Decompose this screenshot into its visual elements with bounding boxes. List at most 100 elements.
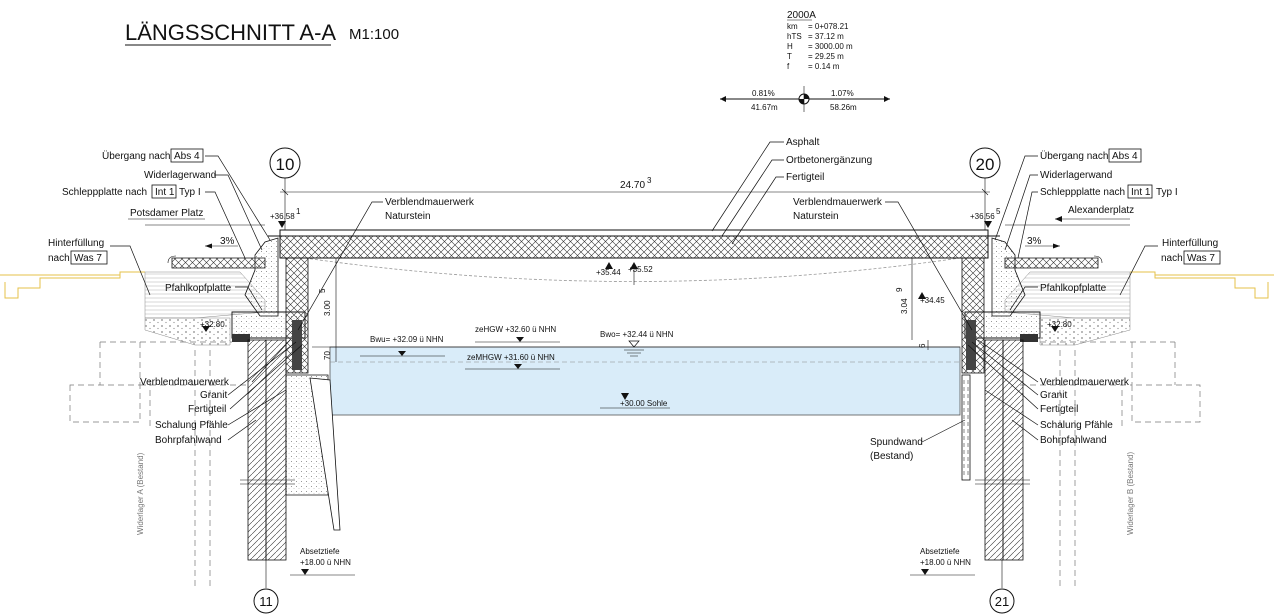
axis-label: 20 (976, 155, 995, 174)
level-value: +35.44 (596, 268, 621, 277)
pile-depth-left: Absetztiefe +18.00 ü NHN (290, 547, 355, 576)
slope-left: 3% (205, 236, 238, 249)
label-text: Bohrpfahlwand (1040, 435, 1107, 446)
grade-left: 0.81% (752, 89, 775, 98)
level-value: +18.00 ü NHN (300, 558, 351, 567)
right-labels: Übergang nach Abs 4 Widerlagerwand Schle… (870, 148, 1221, 535)
dim-value: 3.00 (323, 300, 332, 316)
axis-11-marker: 11 (253, 560, 279, 614)
right-abutment (961, 237, 1131, 561)
label-text: Schalung Pfähle (1040, 420, 1113, 431)
label-text: Widerlagerwand (144, 170, 216, 181)
dim-right-height: 3.04 9 6 (895, 258, 929, 350)
label-text: nach (48, 253, 70, 264)
alignment-value: = 0+078.21 (808, 22, 849, 31)
alignment-key: H (787, 42, 793, 51)
level-value: +18.00 ü NHN (920, 558, 971, 567)
level-value: zeHGW +32.60 ü NHN (475, 325, 556, 334)
label-text: Fertigteil (786, 172, 824, 183)
water-body (329, 346, 961, 416)
level-right-mid: +34.45 (918, 292, 945, 305)
drawing-scale: M1:100 (349, 26, 399, 43)
alignment-id: 2000A (787, 10, 816, 21)
grade-right: 1.07% (831, 89, 854, 98)
axis-21-marker: 21 (989, 560, 1015, 614)
span-sup: 3 (647, 176, 652, 185)
level-value: +36.58 (270, 212, 295, 221)
label-box: Was 7 (74, 253, 102, 264)
alignment-value: = 29.25 m (808, 52, 844, 61)
level-value: +34.45 (920, 296, 945, 305)
alignment-value: = 37.12 m (808, 32, 844, 41)
street-right-label: Alexanderplatz (1068, 205, 1134, 216)
label-text: Granit (200, 390, 227, 401)
backfill-outline-right (1130, 271, 1269, 299)
level-sup: 1 (296, 207, 301, 216)
label-box: Abs 4 (174, 151, 200, 162)
dim-sup: 5 (318, 288, 327, 293)
label-text: Verblendmauerwerk (793, 197, 883, 208)
alignment-value: = 3000.00 m (808, 42, 853, 51)
level-sup: 5 (996, 207, 1001, 216)
street-left-label: Potsdamer Platz (130, 208, 203, 219)
level-value: Bwu= +32.09 ü NHN (370, 335, 444, 344)
label-text: Widerlager B (Bestand) (1126, 452, 1135, 535)
center-labels: Asphalt Ortbetonergänzung Fertigteil Ver… (297, 137, 973, 331)
existing-abutment-left (69, 341, 232, 423)
level-right-bearing: +32.80 (1047, 320, 1072, 332)
label-text: Schalung Pfähle (155, 420, 228, 431)
level-label: Absetztiefe (300, 547, 340, 556)
label-text: nach (1161, 253, 1183, 264)
level-value: zeMHGW +31.60 ü NHN (467, 353, 555, 362)
bored-pile-left (247, 339, 267, 561)
label-text: Typ I (179, 187, 201, 198)
level-value: +32.80 (1047, 320, 1072, 329)
slope-value: 3% (220, 236, 235, 247)
label-box: Abs 4 (1112, 151, 1138, 162)
label-text: Spundwand (870, 437, 923, 448)
water-level-bwu: Bwu= +32.09 ü NHN (360, 335, 445, 357)
level-label: Absetztiefe (920, 547, 960, 556)
label-text: Schleppplatte nach (1040, 187, 1125, 198)
alignment-key: hTS (787, 32, 802, 41)
slope-right: 3% (1025, 236, 1060, 249)
dist-right: 58.26m (830, 103, 857, 112)
axis-label: 21 (995, 594, 1009, 609)
label-text: Naturstein (385, 211, 431, 222)
backfill-outline-left (4, 271, 145, 299)
label-text: Hinterfüllung (48, 238, 104, 249)
label-text: Übergang nach (1040, 150, 1108, 162)
label-text: Hinterfüllung (1162, 238, 1218, 249)
level-value: +35.52 (628, 265, 653, 274)
label-box: Was 7 (1187, 253, 1215, 264)
dim-sup: 9 (895, 287, 904, 292)
dim-value: 6 (918, 343, 927, 348)
level-left-bearing: +32.80 (200, 320, 225, 332)
bridge-deck (268, 229, 1000, 259)
left-abutment (144, 237, 341, 561)
level-value: +36.56 (970, 212, 995, 221)
label-box: Int 1 (1131, 187, 1151, 198)
alignment-key: T (787, 52, 792, 61)
pile-depth-right: Absetztiefe +18.00 ü NHN (910, 547, 975, 576)
bored-pile-right (984, 339, 1004, 561)
label-text: Bohrpfahlwand (155, 435, 222, 446)
span-value: 24.70 (620, 180, 645, 191)
alignment-key: km (787, 22, 798, 31)
dim-value: 70 (323, 351, 332, 360)
label-text: (Bestand) (870, 451, 913, 462)
axis-label: 11 (259, 594, 273, 609)
label-text: Übergang nach (102, 150, 170, 162)
alignment-key: f (787, 62, 790, 71)
label-text: Verblendmauerwerk (385, 197, 475, 208)
label-text: Typ I (1156, 187, 1178, 198)
dim-value: 3.04 (900, 298, 909, 314)
label-text: Ortbetonergänzung (786, 155, 872, 166)
level-value: +30.00 Sohle (620, 399, 668, 408)
water-level-zehgw: zeHGW +32.60 ü NHN (475, 325, 560, 343)
label-text: Granit (1040, 390, 1067, 401)
label-text: Verblendmauerwerk (1040, 377, 1130, 388)
level-right-top: +36.56 5 (970, 207, 1001, 228)
label-text: Widerlager A (Bestand) (136, 452, 145, 535)
